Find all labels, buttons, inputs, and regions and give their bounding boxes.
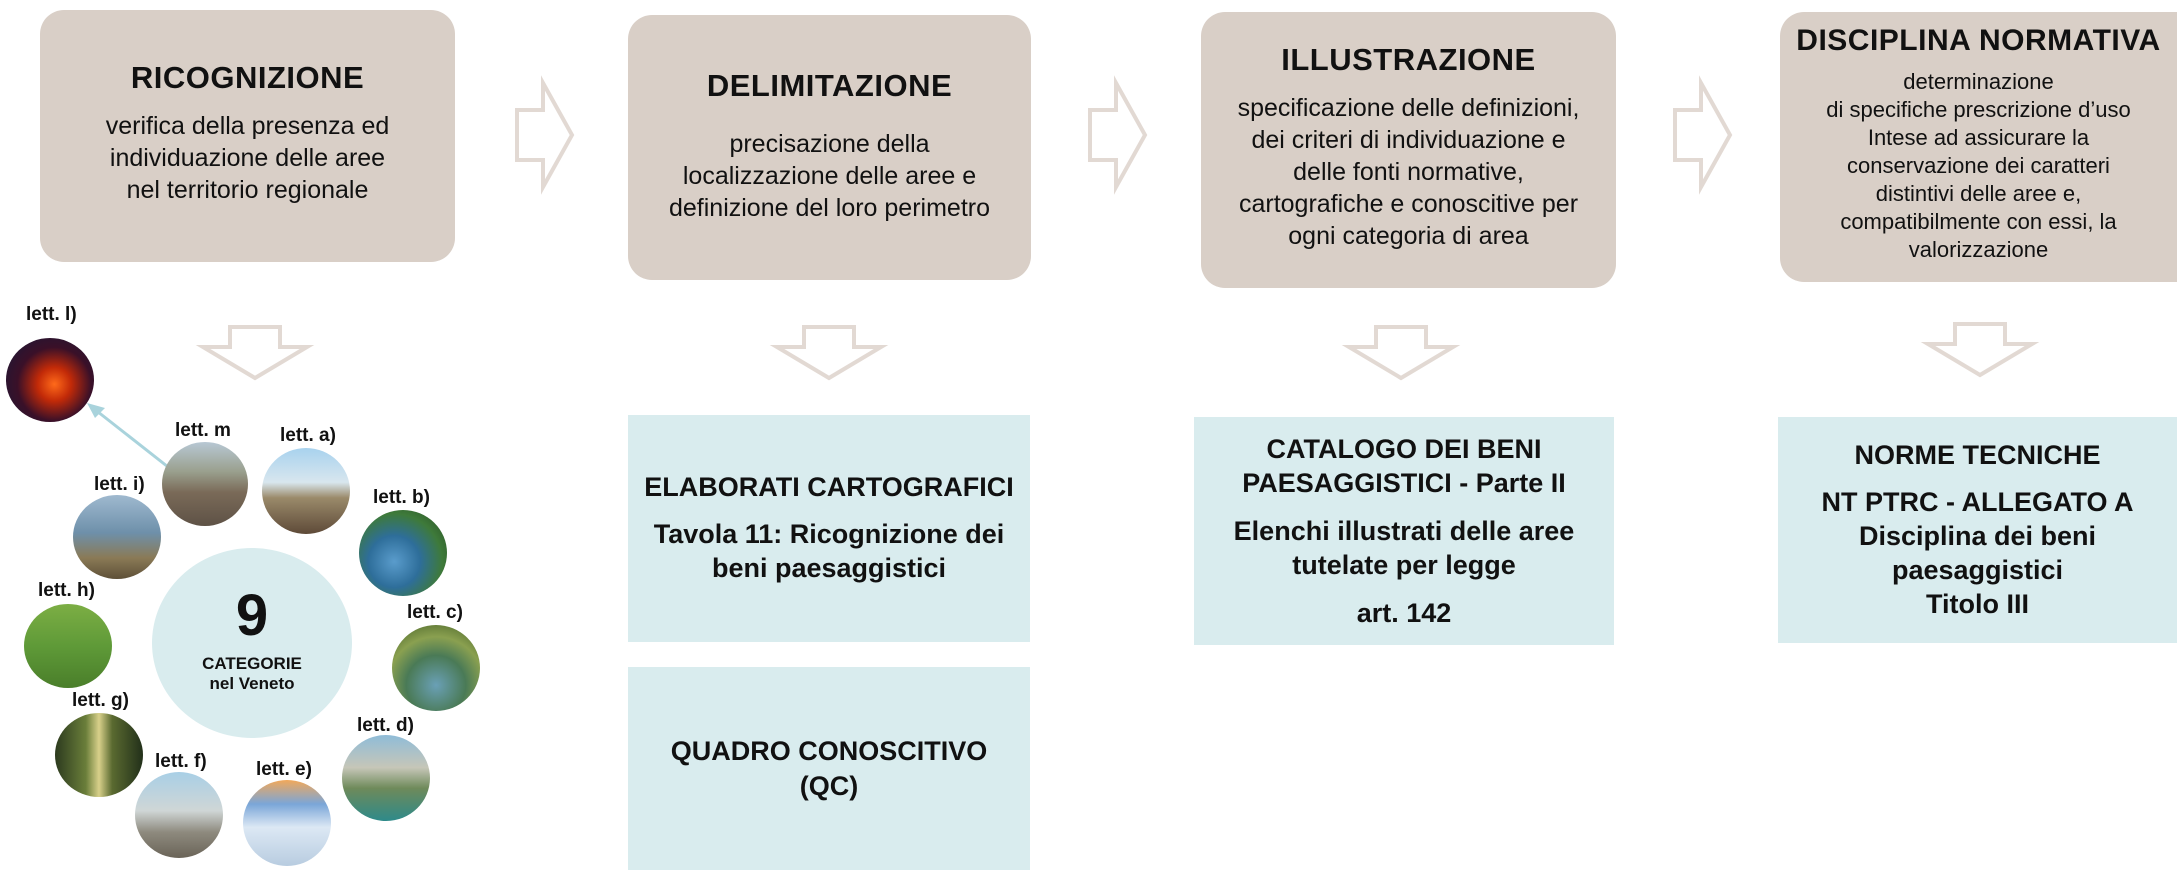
desc-line: di specifiche prescrizione d’uso <box>1826 97 2131 122</box>
photo-lett-h <box>24 604 112 688</box>
output-quadro-conoscitivo: QUADRO CONOSCITIVO (QC) <box>628 667 1030 870</box>
output-line: tutelate per legge <box>1292 550 1516 580</box>
step-description: verifica della presenza ed individuazion… <box>52 110 443 206</box>
output-line: PAESAGGISTICI - Parte II <box>1242 468 1566 498</box>
label-lett-g: lett. g) <box>72 690 129 711</box>
output-title: NORME TECNICHE <box>1854 439 2101 470</box>
desc-line: individuazione delle aree <box>109 144 386 172</box>
step-description: specificazione delle definizioni, dei cr… <box>1213 92 1604 252</box>
output-line: Tavola 11: Ricognizione dei <box>653 519 1005 549</box>
photo-lett-m <box>162 442 248 526</box>
output-line: Elenchi illustrati delle aree <box>1233 516 1575 546</box>
photo-lett-g <box>55 713 143 797</box>
step-disciplina-normativa: DISCIPLINA NORMATIVA determinazione di s… <box>1780 12 2177 282</box>
output-elaborati-cartografici: ELABORATI CARTOGRAFICI Tavola 11: Ricogn… <box>628 415 1030 642</box>
photo-lett-b <box>359 510 447 596</box>
step-title: DELIMITAZIONE <box>706 68 953 103</box>
categories-label: CATEGORIE <box>202 654 302 673</box>
photo-lett-c <box>392 625 480 711</box>
down-arrow-icon <box>195 325 315 381</box>
step-title: DISCIPLINA NORMATIVA <box>1796 24 2161 57</box>
categories-center-circle: 9 CATEGORIE nel Veneto <box>152 548 352 738</box>
step-title: RICOGNIZIONE <box>130 60 365 95</box>
output-catalogo-beni: CATALOGO DEI BENI PAESAGGISTICI - Parte … <box>1194 417 1614 645</box>
desc-line: cartografiche e conoscitive per <box>1238 190 1579 218</box>
label-lett-i: lett. i) <box>94 474 145 495</box>
output-line: QUADRO CONOSCITIVO <box>670 735 988 766</box>
output-line: paesaggistici <box>1891 554 2064 585</box>
label-lett-l: lett. l) <box>26 304 77 325</box>
down-arrow-icon <box>769 325 889 381</box>
output-title: ELABORATI CARTOGRAFICI <box>644 472 1014 502</box>
label-lett-b: lett. b) <box>373 487 430 508</box>
desc-line: precisazione della <box>729 130 930 158</box>
label-lett-a: lett. a) <box>280 425 336 446</box>
label-lett-h: lett. h) <box>38 580 95 601</box>
desc-line: definizione del loro perimetro <box>668 194 990 222</box>
label-lett-e: lett. e) <box>256 759 312 780</box>
desc-line: Intese ad assicurare la <box>1867 125 2090 150</box>
desc-line: ogni categoria di area <box>1288 222 1529 250</box>
output-norme-tecniche: NORME TECNICHE NT PTRC - ALLEGATO A Disc… <box>1778 417 2177 643</box>
desc-line: nel territorio regionale <box>126 176 369 204</box>
down-arrow-icon <box>1341 325 1461 381</box>
output-line: CATALOGO DEI BENI <box>1266 434 1542 464</box>
output-line: Titolo III <box>1926 588 2029 619</box>
label-lett-f: lett. f) <box>155 751 207 772</box>
categories-count: 9 <box>235 583 269 648</box>
photo-lett-f <box>135 772 223 858</box>
step-ricognizione: RICOGNIZIONE verifica della presenza ed … <box>40 10 455 262</box>
right-arrow-icon <box>1088 75 1148 195</box>
desc-line: distintivi delle aree e, <box>1875 181 2082 206</box>
desc-line: localizzazione delle aree e <box>682 162 977 190</box>
right-arrow-icon <box>1673 75 1733 195</box>
categories-sublabel: nel Veneto <box>209 674 295 693</box>
label-lett-m: lett. m <box>175 420 231 441</box>
label-lett-d: lett. d) <box>357 715 414 736</box>
photo-lett-a <box>262 448 350 534</box>
photo-lett-e <box>243 780 331 866</box>
output-line: (QC) <box>799 770 859 801</box>
desc-line: valorizzazione <box>1908 237 2049 262</box>
output-line: art. 142 <box>1356 598 1452 628</box>
output-line: Disciplina dei beni <box>1858 520 2097 551</box>
step-title: ILLUSTRAZIONE <box>1281 42 1536 77</box>
output-line: NT PTRC - ALLEGATO A <box>1821 486 2134 517</box>
right-arrow-icon <box>515 75 575 195</box>
desc-line: delle fonti normative, <box>1293 158 1524 186</box>
output-line: beni paesaggistici <box>711 553 947 583</box>
step-delimitazione: DELIMITAZIONE precisazione della localiz… <box>628 15 1031 280</box>
desc-line: conservazione dei caratteri <box>1847 153 2110 178</box>
link-arrow-icon <box>87 403 178 476</box>
desc-line: dei criteri di individuazione e <box>1251 126 1566 154</box>
photo-lett-d <box>342 735 430 821</box>
desc-line: specificazione delle definizioni, <box>1237 94 1580 122</box>
step-description: determinazione di specifiche prescrizion… <box>1784 68 2173 264</box>
step-illustrazione: ILLUSTRAZIONE specificazione delle defin… <box>1201 12 1616 288</box>
down-arrow-icon <box>1920 322 2040 378</box>
photo-lett-i <box>73 495 161 579</box>
volcano-photo <box>6 338 94 422</box>
desc-line: determinazione <box>1903 69 2054 94</box>
step-description: precisazione della localizzazione delle … <box>640 128 1019 224</box>
desc-line: verifica della presenza ed <box>105 112 390 140</box>
label-lett-c: lett. c) <box>407 602 463 623</box>
desc-line: compatibilmente con essi, la <box>1840 209 2117 234</box>
